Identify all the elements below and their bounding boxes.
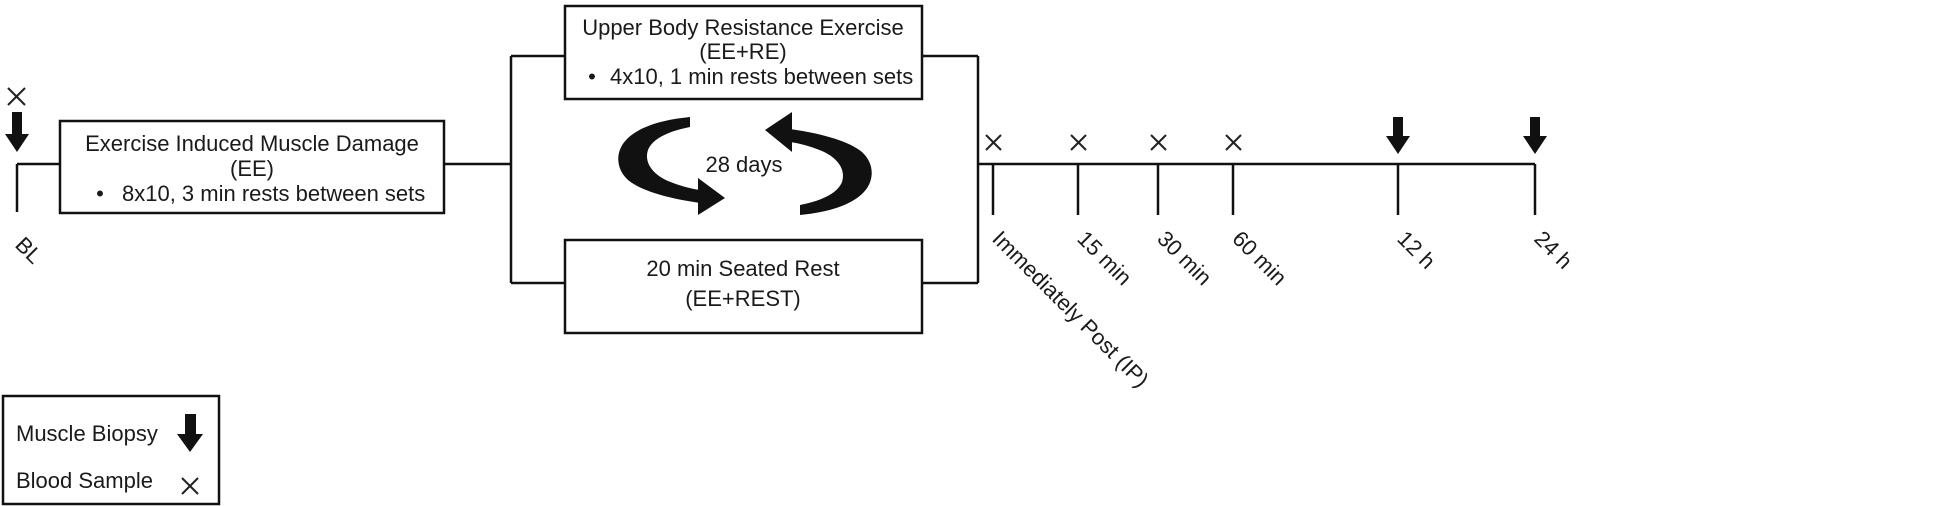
legend-blood-label: Blood Sample xyxy=(16,468,153,493)
timeline-label: Immediately Post (IP) xyxy=(987,226,1153,392)
rest-box-title: 20 min Seated Rest xyxy=(646,256,839,281)
timeline-label: 30 min xyxy=(1152,226,1216,290)
damage-box-title: Exercise Induced Muscle Damage xyxy=(85,131,419,156)
baseline-label: BL xyxy=(10,232,47,269)
baseline-muscle-biopsy-icon xyxy=(5,112,29,152)
blood-sample-icon xyxy=(1225,134,1242,151)
blood-sample-icon xyxy=(1070,134,1087,151)
cycle-arrows-icon xyxy=(618,112,872,215)
damage-box: Exercise Induced Muscle Damage (EE) • 8x… xyxy=(58,119,446,215)
blood-sample-icon xyxy=(985,134,1002,151)
damage-box-bullet: 8x10, 3 min rests between sets xyxy=(122,181,425,206)
baseline-blood-sample-icon xyxy=(7,87,26,106)
timeline-label: 12 h xyxy=(1392,226,1440,274)
muscle-biopsy-icon xyxy=(1523,117,1547,154)
rest-box: 20 min Seated Rest (EE+REST) xyxy=(563,238,924,335)
resistance-box-abbr: (EE+RE) xyxy=(699,39,786,64)
legend: Muscle Biopsy Blood Sample xyxy=(1,394,221,506)
legend-down-arrow-icon xyxy=(177,414,203,452)
blood-sample-icon xyxy=(1150,134,1167,151)
legend-biopsy-label: Muscle Biopsy xyxy=(16,421,158,446)
timeline-label: 24 h xyxy=(1529,226,1577,274)
timeline-label: 15 min xyxy=(1072,226,1136,290)
timeline-label: 60 min xyxy=(1227,226,1291,290)
rest-box-abbr: (EE+REST) xyxy=(685,286,801,311)
legend-cross-x-icon xyxy=(181,477,199,495)
muscle-biopsy-icon xyxy=(1386,117,1410,154)
resistance-box-bullet-char: • xyxy=(588,64,596,89)
resistance-box-bullet: 4x10, 1 min rests between sets xyxy=(610,64,913,89)
resistance-box-title: Upper Body Resistance Exercise xyxy=(582,15,904,40)
damage-box-abbr: (EE) xyxy=(230,156,274,181)
damage-box-bullet-char: • xyxy=(96,181,104,206)
cycle-label: 28 days xyxy=(705,152,782,177)
resistance-box: Upper Body Resistance Exercise (EE+RE) •… xyxy=(563,4,924,101)
